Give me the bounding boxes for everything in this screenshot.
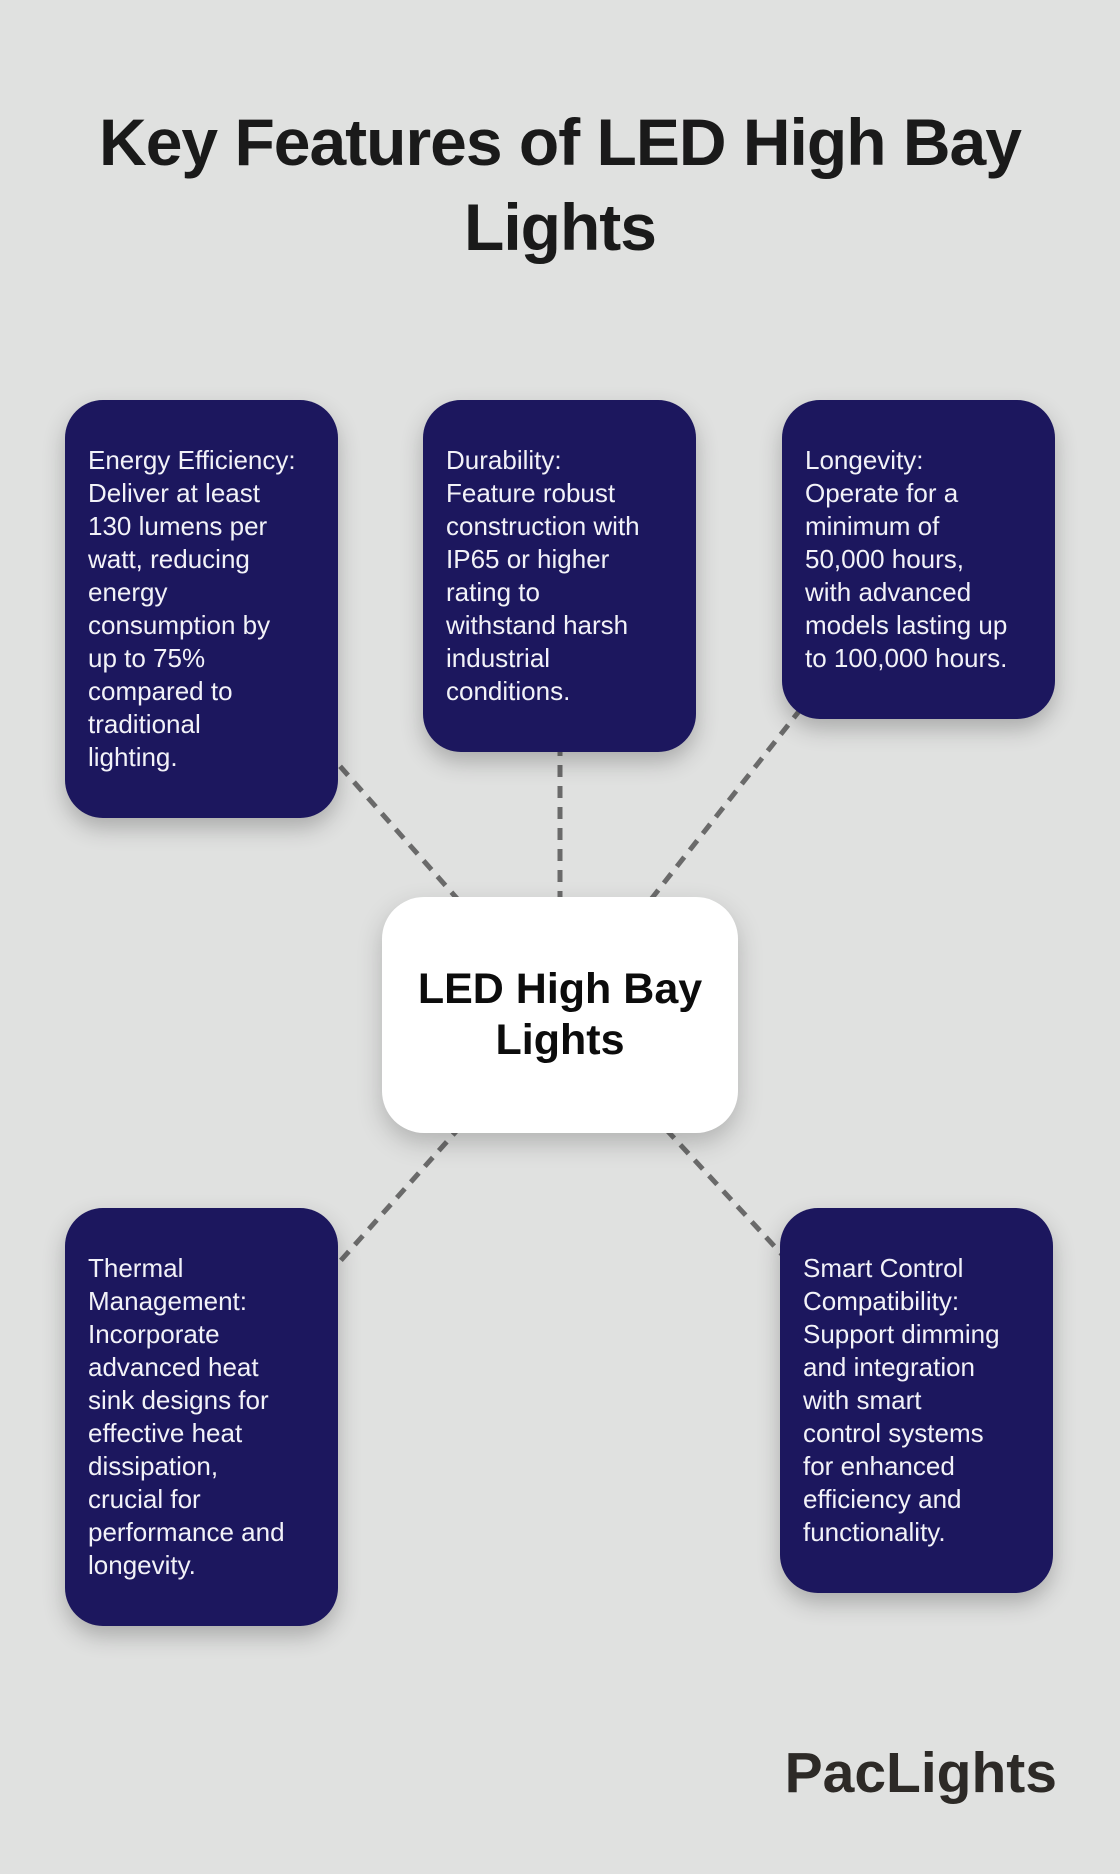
- feature-node-energy-efficiency: Energy Efficiency: Deliver at least 130 …: [65, 400, 338, 818]
- brand-logo: PacLights: [784, 1741, 1057, 1805]
- central-topic-node: LED High Bay Lights: [382, 897, 738, 1133]
- feature-node-thermal-management: Thermal Management: Incorporate advanced…: [65, 1208, 338, 1626]
- feature-node-smart-control-compatibility: Smart Control Compatibility: Support dim…: [780, 1208, 1053, 1593]
- infographic-title: Key Features of LED High Bay Lights: [99, 105, 1022, 264]
- feature-node-longevity: Longevity: Operate for a minimum of 50,0…: [782, 400, 1055, 719]
- feature-node-durability: Durability: Feature robust construction …: [423, 400, 696, 752]
